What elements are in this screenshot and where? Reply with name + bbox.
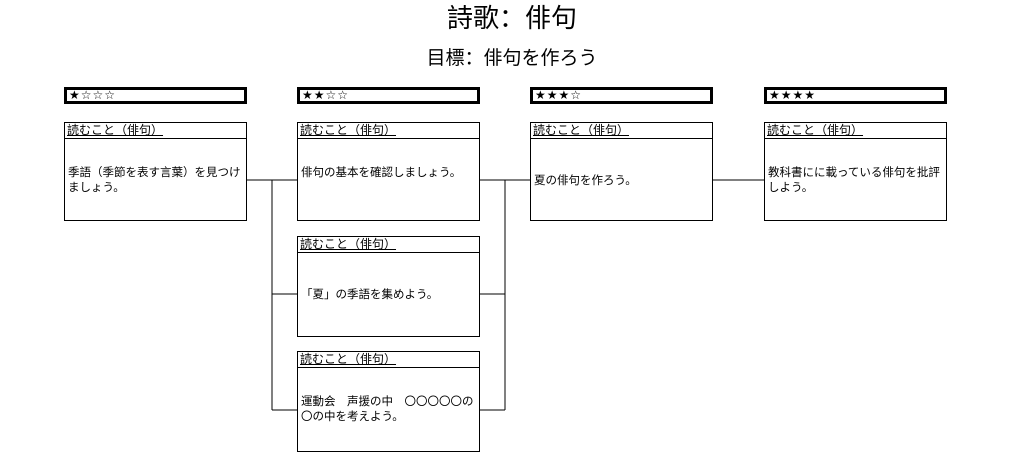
card-body: 夏の俳句を作ろう。 [534,173,637,187]
card-body: 運動会 声援の中 〇〇〇〇〇の〇の中を考えよう。 [301,394,474,423]
card-body: 季語（季節を表す言葉）を見つけましょう。 [68,165,241,194]
lesson-card-3: 読むこと（俳句） 「夏」の季語を集めよう。 [297,236,480,337]
lesson-card-2: 読むこと（俳句） 俳句の基本を確認しましょう。 [297,122,480,221]
level-1-stars: ★☆☆☆ [64,87,247,104]
card-heading: 読むこと（俳句） [298,352,479,368]
lesson-card-5: 読むこと（俳句） 夏の俳句を作ろう。 [530,122,713,221]
card-body: 「夏」の季語を集めよう。 [301,287,439,301]
lesson-card-1: 読むこと（俳句） 季語（季節を表す言葉）を見つけましょう。 [64,122,247,221]
page-subtitle: 目標：俳句を作ろう [426,47,598,69]
lesson-card-6: 読むこと（俳句） 教科書にに載っている俳句を批評しよう。 [764,122,947,221]
card-heading: 読むこと（俳句） [298,237,479,253]
level-3-stars: ★★★☆ [530,87,713,104]
level-4-stars: ★★★★ [764,87,947,104]
card-heading: 読むこと（俳句） [765,123,946,139]
card-heading: 読むこと（俳句） [298,123,479,139]
card-heading: 読むこと（俳句） [65,123,246,139]
card-body: 教科書にに載っている俳句を批評しよう。 [768,165,940,194]
level-2-stars: ★★☆☆ [297,87,480,104]
card-heading: 読むこと（俳句） [531,123,712,139]
lesson-card-4: 読むこと（俳句） 運動会 声援の中 〇〇〇〇〇の〇の中を考えよう。 [297,351,480,452]
page-title: 詩歌：俳句 [446,4,577,34]
card-body: 俳句の基本を確認しましょう。 [301,165,462,179]
